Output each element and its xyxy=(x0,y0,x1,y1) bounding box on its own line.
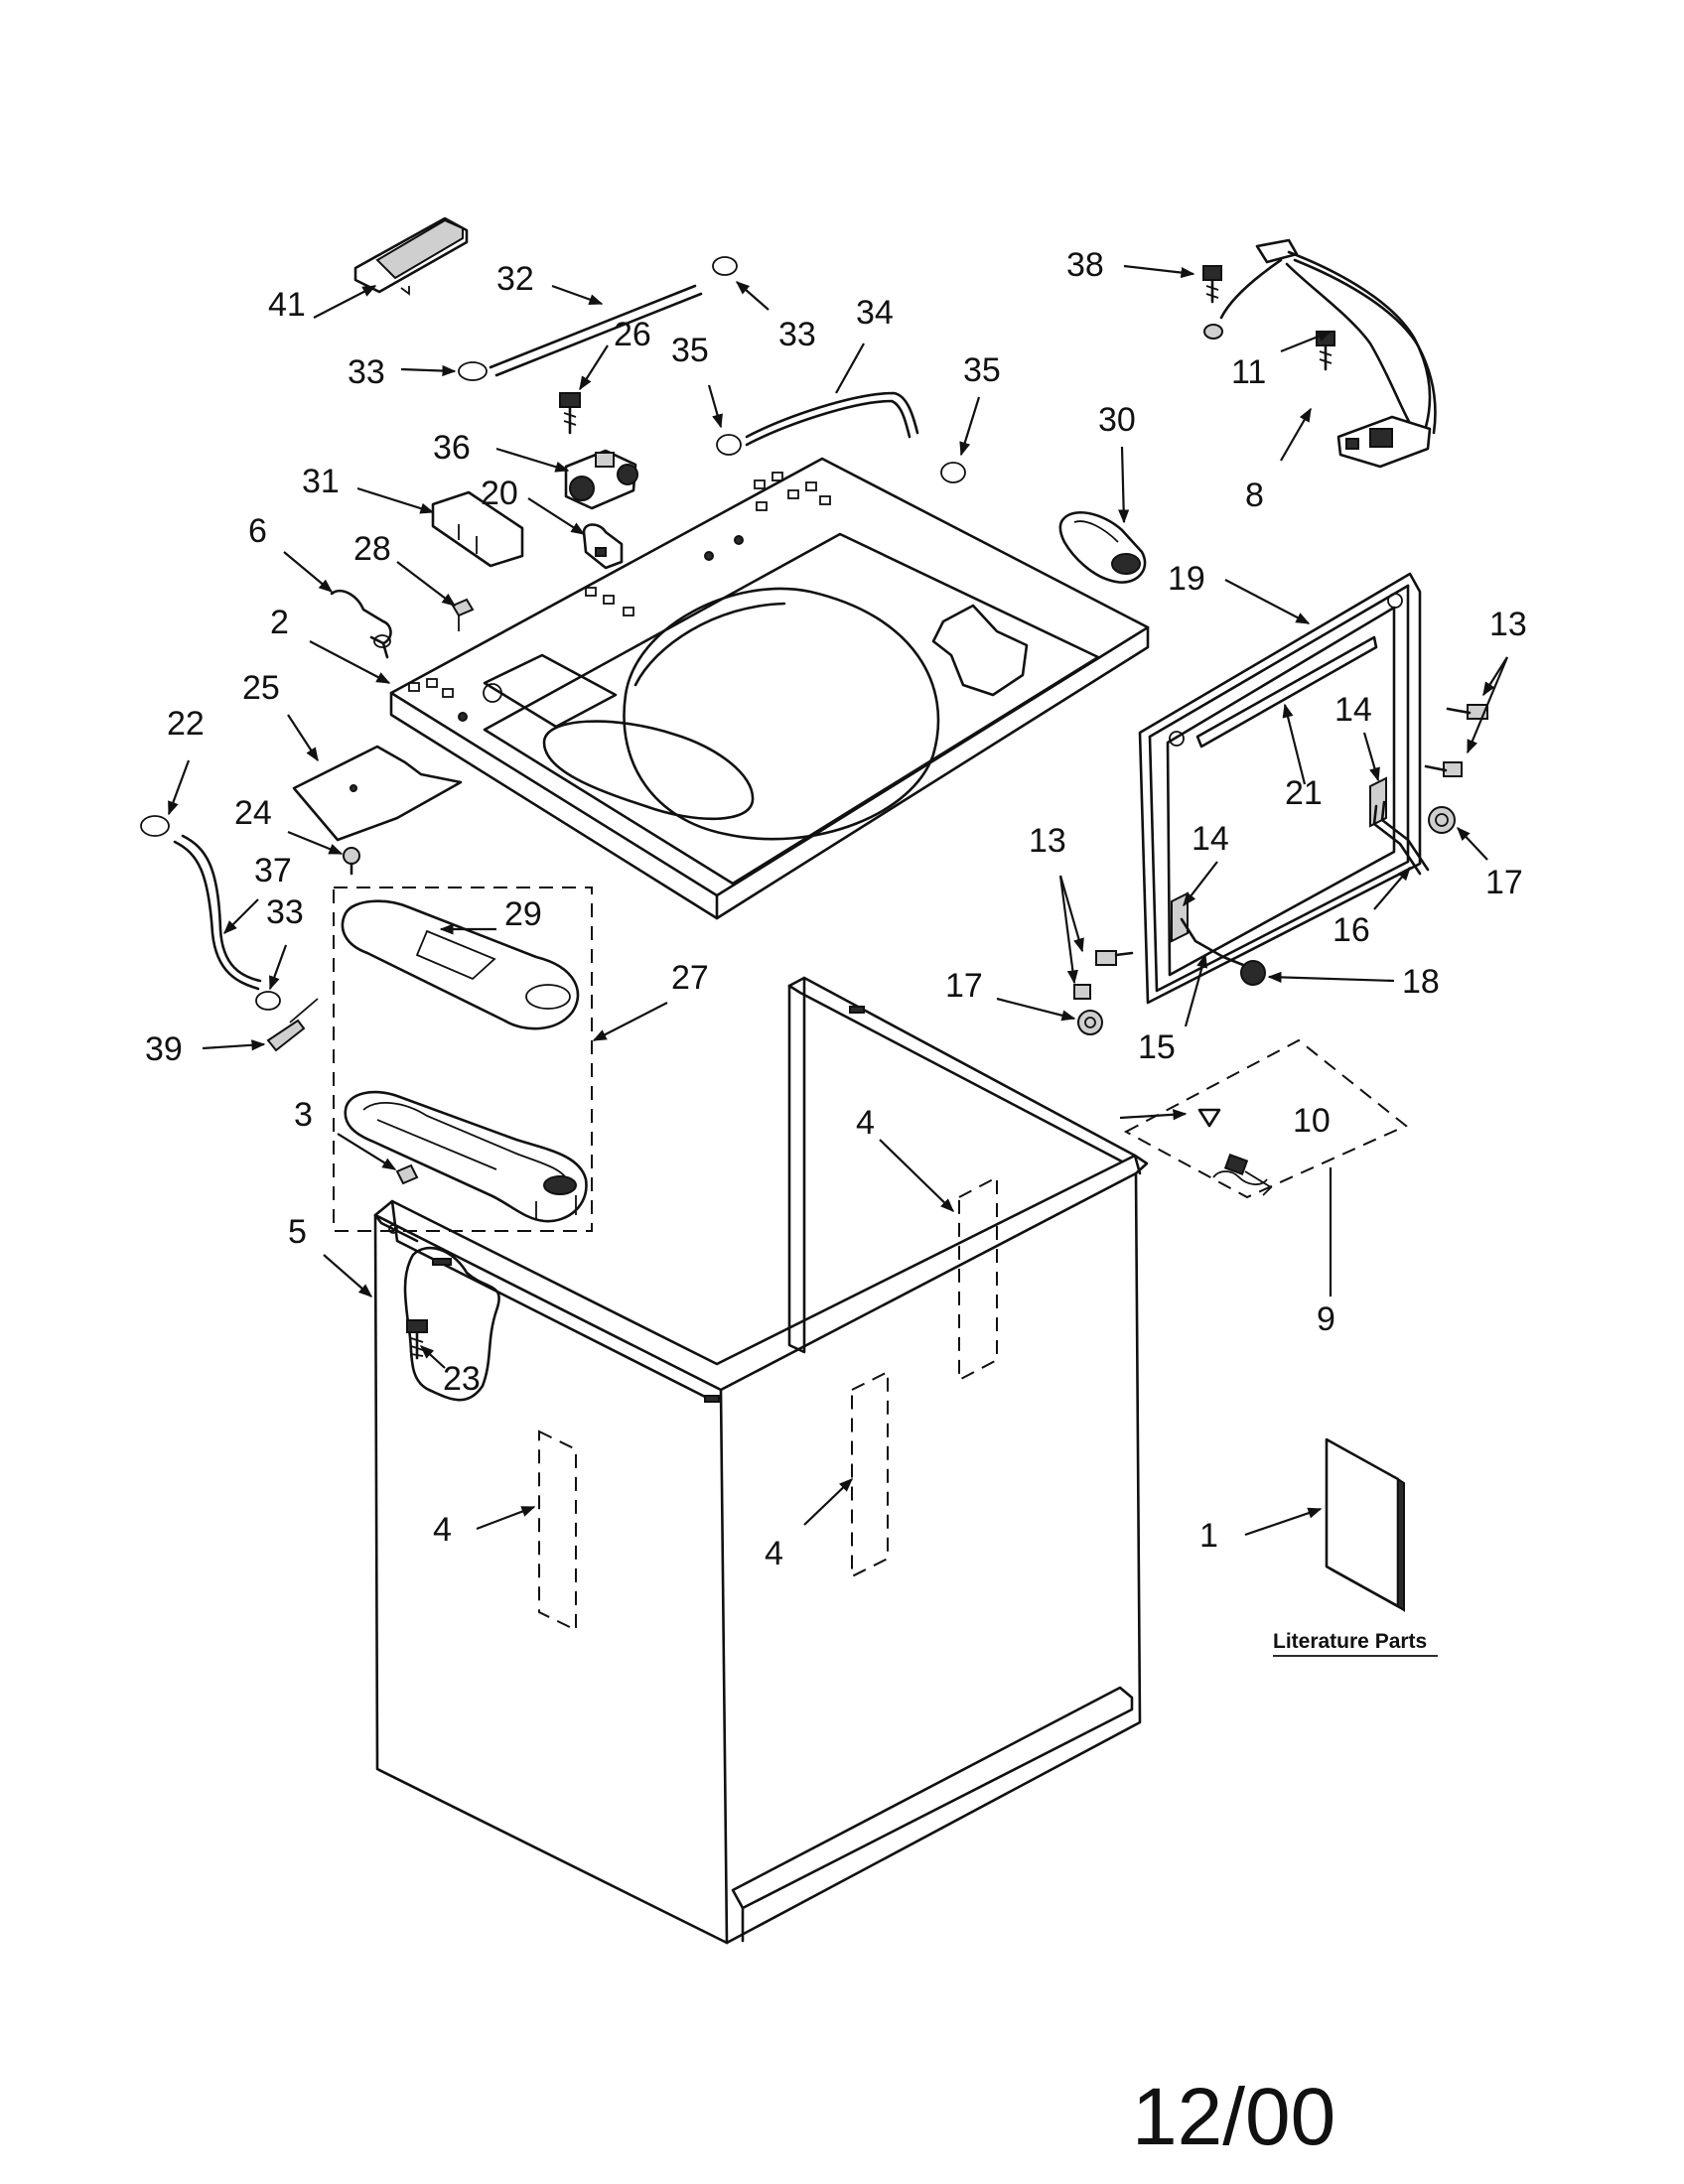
callout-35-left: 35 xyxy=(671,332,709,369)
wire-tie-39 xyxy=(266,1019,306,1052)
grommet-30 xyxy=(1058,511,1147,584)
callout-35-right: 35 xyxy=(963,351,1001,389)
callout-30: 30 xyxy=(1098,401,1136,439)
callout-14-right: 14 xyxy=(1334,691,1372,729)
callout-39: 39 xyxy=(145,1030,183,1068)
callout-15: 15 xyxy=(1138,1028,1176,1066)
cabinet xyxy=(373,976,1149,1945)
screw-24 xyxy=(343,847,360,876)
clip-28 xyxy=(451,598,475,631)
callout-29: 29 xyxy=(504,895,542,933)
callout-5: 5 xyxy=(288,1213,307,1251)
callout-41: 41 xyxy=(268,286,306,324)
callout-16: 16 xyxy=(1333,911,1370,949)
callout-34: 34 xyxy=(856,294,894,332)
callout-19: 19 xyxy=(1168,560,1205,598)
clip-20 xyxy=(582,523,624,570)
callout-22: 22 xyxy=(167,705,205,743)
date-code: 12/00 xyxy=(1132,2072,1335,2162)
callout-17-right: 17 xyxy=(1485,864,1523,901)
callout-21: 21 xyxy=(1285,774,1323,812)
callout-24: 24 xyxy=(234,794,272,832)
clamp-33-top xyxy=(712,256,738,276)
callout-4-back: 4 xyxy=(856,1104,875,1142)
callout-10: 10 xyxy=(1293,1102,1331,1140)
wire-clip-6 xyxy=(330,589,392,659)
callout-37: 37 xyxy=(254,852,292,889)
hose-37 xyxy=(173,840,260,991)
callout-18: 18 xyxy=(1402,963,1440,1001)
callout-31: 31 xyxy=(302,463,340,500)
callout-33-top: 33 xyxy=(778,316,816,353)
callout-6: 6 xyxy=(248,512,267,550)
callout-25: 25 xyxy=(242,669,280,707)
callout-11: 11 xyxy=(1231,353,1266,391)
callout-27: 27 xyxy=(671,959,709,997)
callout-4-front: 4 xyxy=(765,1535,783,1572)
insulation-25 xyxy=(292,745,463,842)
callout-numbers: 41 32 33 33 26 35 34 35 36 31 20 28 6 2 … xyxy=(145,246,1527,1572)
callout-36: 36 xyxy=(433,429,471,467)
clamp-35-right xyxy=(940,462,966,483)
top-panel xyxy=(389,457,1150,920)
callout-33-left: 33 xyxy=(348,353,385,391)
lid-switch-kit xyxy=(1123,1038,1408,1199)
clamp-33-left xyxy=(458,361,488,381)
callout-8: 8 xyxy=(1245,477,1264,514)
dispenser-assembly xyxy=(333,887,593,1232)
clamp-33-side xyxy=(255,991,281,1011)
callout-13-right: 13 xyxy=(1489,606,1527,643)
callout-23: 23 xyxy=(443,1360,481,1398)
clamp-35-left xyxy=(716,434,742,456)
literature-booklet xyxy=(1325,1437,1405,1612)
callout-28: 28 xyxy=(353,530,391,568)
callout-1: 1 xyxy=(1199,1517,1218,1555)
literature-parts-caption: Literature Parts xyxy=(1273,1630,1427,1653)
lid-switch-11 xyxy=(1219,238,1437,469)
callout-33-side: 33 xyxy=(266,893,304,931)
screw-38 xyxy=(1202,265,1223,340)
button-41 xyxy=(353,216,469,296)
callout-4-left: 4 xyxy=(433,1511,452,1549)
clamp-22 xyxy=(140,815,170,837)
leader-lines xyxy=(167,264,1509,1537)
callout-9: 9 xyxy=(1317,1300,1335,1338)
water-valve-36 xyxy=(564,449,638,510)
bracket-31 xyxy=(431,490,524,568)
callout-14-left: 14 xyxy=(1192,820,1229,858)
screw-26 xyxy=(559,392,581,435)
callout-3: 3 xyxy=(294,1096,313,1134)
callout-32: 32 xyxy=(496,260,534,298)
callout-13-left: 13 xyxy=(1029,822,1066,860)
lid xyxy=(1073,572,1488,1035)
callout-38: 38 xyxy=(1066,246,1104,284)
hose-32 xyxy=(489,284,697,369)
callout-2: 2 xyxy=(270,604,289,641)
callout-20: 20 xyxy=(481,475,518,512)
cabinet-pads xyxy=(538,1175,998,1632)
callout-26: 26 xyxy=(614,316,651,353)
hose-34 xyxy=(745,391,919,439)
callout-17-left: 17 xyxy=(945,967,983,1005)
clip-3 xyxy=(395,1163,419,1185)
